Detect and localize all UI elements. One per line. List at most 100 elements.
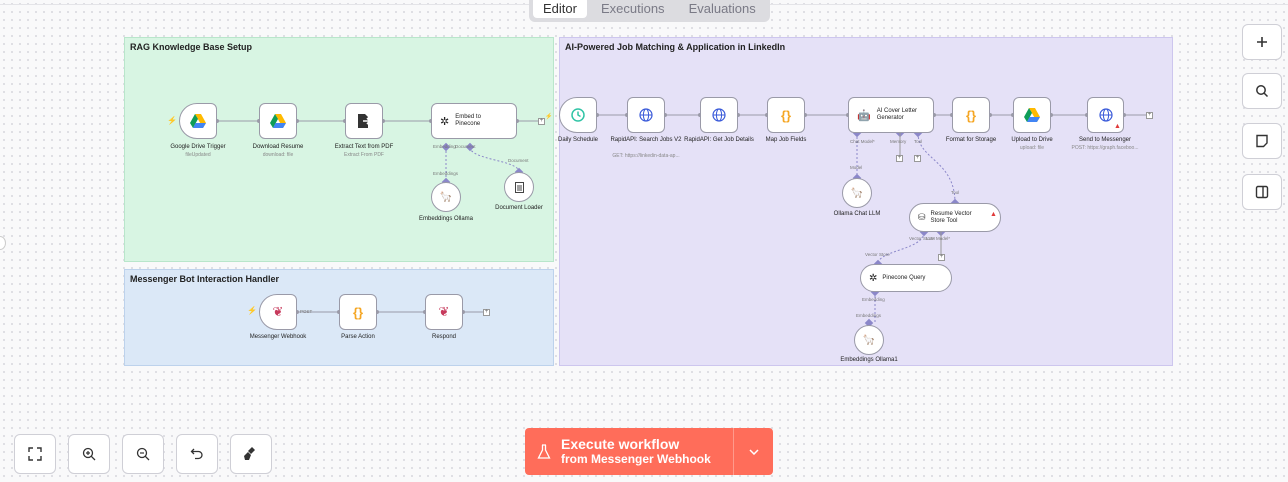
sidebar-toggle-handle[interactable] (0, 236, 6, 250)
search-nodes-button[interactable] (1242, 73, 1282, 109)
webhook-icon: ❦ (272, 304, 284, 319)
node-format-storage[interactable]: {} (952, 97, 990, 133)
node-ai-cover[interactable]: 🤖 AI Cover Letter Generator (848, 97, 934, 133)
tidy-up-button[interactable] (230, 434, 272, 474)
label-embed-pinecone: Embed to Pinecone (455, 114, 481, 127)
add-node-plus-icon[interactable]: + (483, 309, 490, 316)
node-rapid-details[interactable] (700, 97, 738, 133)
label-rapid-details: RapidAPI: Get Job Details (684, 137, 754, 143)
node-parse-action[interactable]: {} (339, 294, 377, 330)
node-map-fields[interactable]: {} (767, 97, 805, 133)
trigger-bolt-icon: ⚡ (167, 116, 177, 125)
label-ai-cover: AI Cover Letter Generator (876, 108, 918, 121)
execute-sublabel: from Messenger Webhook (561, 452, 711, 466)
fit-view-button[interactable] (14, 434, 56, 474)
database-icon: ⛁ (918, 212, 926, 222)
node-download-resume[interactable] (259, 103, 297, 139)
sticky-note-icon (1256, 134, 1268, 148)
port-label-chat-model: Chat Model* (850, 139, 875, 144)
sub-download-resume: download: file (262, 152, 294, 158)
ollama-icon: 🦙 (850, 187, 864, 199)
node-embeddings-ollama[interactable]: 🦙 (431, 182, 461, 212)
node-resume-vector[interactable]: ⛁ Resume Vector Store Tool (909, 203, 1001, 232)
label-rapid-search: RapidAPI: Search Jobs V2 (610, 137, 682, 143)
code-braces-icon: {} (352, 304, 364, 320)
add-node-plus-icon[interactable]: + (538, 118, 545, 125)
execute-workflow-button[interactable]: Execute workflow from Messenger Webhook (525, 428, 733, 475)
label-resume-vector: Resume Vector Store Tool (930, 210, 972, 224)
code-braces-icon: {} (780, 107, 792, 123)
google-drive-icon (190, 114, 206, 128)
tab-editor[interactable]: Editor (533, 0, 587, 18)
toggle-panel-button[interactable] (1242, 174, 1282, 210)
add-sticky-button[interactable] (1242, 123, 1282, 159)
group-title-messenger: Messenger Bot Interaction Handler (130, 274, 280, 284)
fit-view-icon (28, 447, 42, 461)
add-llm-plus-icon[interactable]: + (938, 254, 945, 261)
label-respond: Respond (431, 334, 457, 340)
sub-rapid-search: GET: https://linkedin-data-ap... (612, 153, 680, 159)
node-daily-schedule[interactable] (559, 97, 597, 133)
webhook-icon: ❦ (438, 304, 450, 319)
node-embeddings-ollama1[interactable]: 🦙 (854, 325, 884, 355)
label-parse-action: Parse Action (341, 334, 375, 340)
file-export-icon (358, 114, 371, 128)
tab-executions[interactable]: Executions (600, 1, 665, 16)
tidy-up-icon (244, 447, 255, 460)
warning-icon: ▲ (990, 211, 997, 218)
port-label-post: POST (300, 309, 313, 314)
label-send-messenger: Send to Messenger (1078, 137, 1132, 143)
port-label-vector-store2: Vector Store (865, 252, 890, 257)
label-download-resume: Download Resume (252, 144, 304, 150)
port-label-document: Document (455, 144, 476, 149)
clock-icon (571, 108, 585, 122)
node-embed-pinecone[interactable]: ✲ Embed to Pinecone (431, 103, 517, 139)
node-pinecone-query[interactable]: ✲ Pinecone Query (860, 264, 952, 292)
add-node-button[interactable] (1242, 24, 1282, 60)
node-document-loader[interactable] (504, 172, 534, 202)
flask-icon (537, 443, 551, 459)
sub-google-drive-trigger: fileUpdated (185, 152, 211, 158)
node-extract-text[interactable] (345, 103, 383, 139)
panel-icon (1255, 185, 1269, 199)
label-map-fields: Map Job Fields (765, 137, 807, 143)
group-title-rag: RAG Knowledge Base Setup (130, 42, 253, 52)
zoom-in-icon (82, 447, 96, 461)
zoom-in-button[interactable] (68, 434, 110, 474)
node-ollama-chat[interactable]: 🦙 (842, 178, 872, 208)
globe-icon (712, 108, 726, 122)
port-label-embeddings: Embeddings (433, 171, 459, 176)
sub-send-messenger: POST: https://graph.faceboo... (1071, 145, 1139, 151)
label-format-storage: Format for Storage (945, 137, 997, 143)
port-label-document2: Document (508, 158, 529, 163)
port-label-embedding2: Embedding (862, 297, 885, 302)
label-daily-schedule: Daily Schedule (557, 137, 599, 143)
add-node-plus-icon[interactable]: + (1146, 112, 1153, 119)
node-rapid-search[interactable] (627, 97, 665, 133)
label-extract-text: Extract Text from PDF (334, 144, 394, 150)
node-upload-drive[interactable] (1013, 97, 1051, 133)
node-send-messenger[interactable] (1087, 97, 1124, 133)
google-drive-icon (1024, 108, 1040, 122)
add-memory-plus-icon[interactable]: + (896, 155, 903, 162)
trigger-bolt-icon: ⚡ (545, 114, 553, 120)
add-tool-plus-icon[interactable]: + (914, 155, 921, 162)
trigger-bolt-icon: ⚡ (247, 306, 257, 315)
execute-options-dropdown[interactable] (733, 428, 773, 475)
label-upload-drive: Upload to Drive (1011, 137, 1053, 143)
undo-button[interactable] (176, 434, 218, 474)
port-label-tool2: Tool (951, 190, 960, 195)
port-label-tool: Tool (914, 139, 923, 144)
pinecone-icon: ✲ (869, 272, 878, 284)
label-messenger-webhook: Messenger Webhook (249, 334, 307, 340)
zoom-out-button[interactable] (122, 434, 164, 474)
port-label-model: Model (850, 165, 863, 170)
undo-icon (190, 448, 203, 460)
label-pinecone-query: Pinecone Query (882, 274, 926, 281)
tab-evaluations[interactable]: Evaluations (688, 1, 756, 16)
node-messenger-webhook[interactable]: ❦ (259, 294, 297, 330)
node-google-drive-trigger[interactable] (179, 103, 217, 139)
document-icon (514, 181, 524, 193)
node-respond[interactable]: ❦ (425, 294, 463, 330)
chevron-down-icon (748, 448, 759, 455)
